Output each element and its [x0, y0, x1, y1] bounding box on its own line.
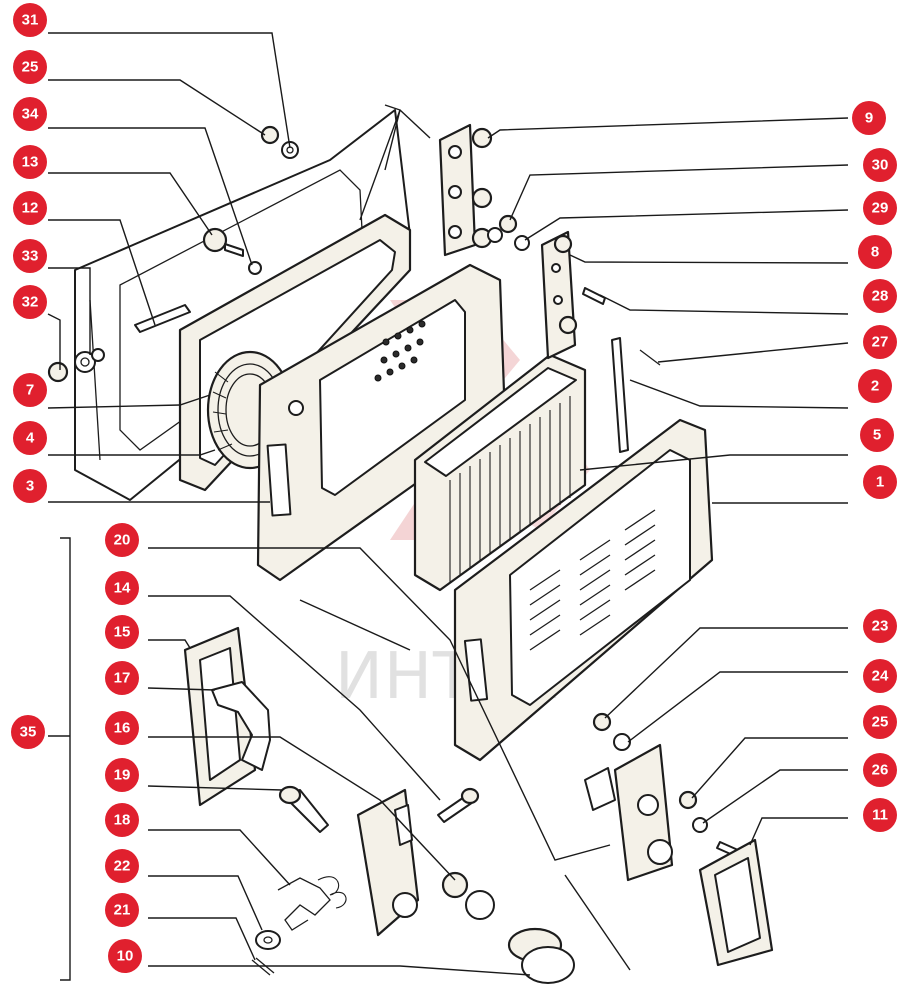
- callout-35-label: 35: [20, 724, 37, 741]
- callout-badges: 31 25 34 13 12 33 32 7 4 3 9 30 29 8 28 …: [11, 3, 897, 973]
- vent-holes: [374, 320, 426, 382]
- rod-part-2: [611, 337, 629, 453]
- callout-4[interactable]: 4: [13, 421, 47, 455]
- callout-28-label: 28: [872, 288, 889, 305]
- callout-21[interactable]: 21: [105, 893, 139, 927]
- callout-1[interactable]: 1: [863, 465, 897, 499]
- callout-29-label: 29: [872, 200, 889, 217]
- callout-25-bottom-label: 25: [872, 714, 889, 731]
- callout-31[interactable]: 31: [13, 3, 47, 37]
- screw-part-20: [437, 787, 480, 823]
- callout-4-label: 4: [26, 430, 35, 447]
- callout-20-label: 20: [114, 532, 131, 549]
- callout-25-top[interactable]: 25: [13, 50, 47, 84]
- callout-13-label: 13: [22, 154, 39, 171]
- callout-5-label: 5: [873, 427, 881, 444]
- filter-element-part-5: [413, 353, 587, 592]
- latch-body-part-14: [356, 788, 420, 937]
- filter-pleats: [449, 396, 571, 582]
- knob-part-10: [507, 927, 575, 984]
- callout-32-label: 32: [22, 294, 39, 311]
- latch-spring-part-18: [277, 876, 347, 931]
- callout-22[interactable]: 22: [105, 849, 139, 883]
- callout-14[interactable]: 14: [105, 571, 139, 605]
- callout-16[interactable]: 16: [105, 711, 139, 745]
- callout-7-label: 7: [26, 382, 34, 399]
- callout-8[interactable]: 8: [858, 235, 892, 269]
- callout-7[interactable]: 7: [13, 373, 47, 407]
- callout-30[interactable]: 30: [863, 148, 897, 182]
- callout-29[interactable]: 29: [863, 191, 897, 225]
- callout-27[interactable]: 27: [863, 325, 897, 359]
- callout-33-label: 33: [22, 248, 39, 265]
- callout-18-label: 18: [114, 812, 131, 829]
- washer-part-22: [255, 930, 281, 950]
- cover-part-1: [453, 418, 714, 762]
- callout-21-label: 21: [114, 902, 131, 919]
- callout-28[interactable]: 28: [863, 279, 897, 313]
- callout-25-bottom[interactable]: 25: [863, 705, 897, 739]
- callout-1-label: 1: [876, 474, 884, 491]
- callout-12[interactable]: 12: [13, 191, 47, 225]
- callout-23[interactable]: 23: [863, 609, 897, 643]
- callout-10[interactable]: 10: [108, 939, 142, 973]
- callout-17[interactable]: 17: [105, 661, 139, 695]
- callout-2-label: 2: [871, 378, 879, 395]
- latch-pin-part-19: [278, 785, 329, 833]
- callout-33[interactable]: 33: [13, 239, 47, 273]
- latch-gasket-part-15: [183, 626, 257, 807]
- callout-17-label: 17: [114, 670, 131, 687]
- callout-25-top-label: 25: [22, 59, 39, 76]
- callout-10-label: 10: [117, 948, 134, 965]
- callout-30-label: 30: [872, 157, 889, 174]
- cover-louvers: [529, 509, 656, 651]
- callout-15-label: 15: [114, 624, 131, 641]
- callout-22-label: 22: [114, 858, 131, 875]
- callout-16-label: 16: [114, 720, 131, 737]
- callout-11-label: 11: [872, 807, 888, 824]
- latch-knob-part-16: [441, 871, 495, 920]
- callout-19[interactable]: 19: [105, 758, 139, 792]
- callout-3-label: 3: [26, 478, 34, 495]
- callout-34-label: 34: [22, 106, 39, 123]
- latch-lever-part-17: [211, 681, 271, 771]
- callout-2[interactable]: 2: [858, 369, 892, 403]
- callout-32[interactable]: 32: [13, 285, 47, 319]
- handle-part-11: [698, 838, 774, 967]
- callout-15[interactable]: 15: [105, 615, 139, 649]
- hinge-part-8: [540, 230, 578, 360]
- callout-12-label: 12: [22, 200, 39, 217]
- callout-3[interactable]: 3: [13, 469, 47, 503]
- callout-35[interactable]: 35: [11, 715, 45, 749]
- callout-27-label: 27: [872, 334, 889, 351]
- callout-23-label: 23: [872, 618, 889, 635]
- right-latch-body: [584, 743, 674, 882]
- callout-19-label: 19: [114, 767, 131, 784]
- callout-14-label: 14: [114, 580, 131, 597]
- callout-24-label: 24: [872, 668, 889, 685]
- callout-9-label: 9: [865, 110, 873, 127]
- callout-9[interactable]: 9: [852, 101, 886, 135]
- hinge-part-9: [438, 123, 503, 257]
- callout-20[interactable]: 20: [105, 523, 139, 557]
- callout-31-label: 31: [22, 12, 39, 29]
- callout-5[interactable]: 5: [860, 418, 894, 452]
- callout-26[interactable]: 26: [863, 753, 897, 787]
- callout-24[interactable]: 24: [863, 659, 897, 693]
- callout-26-label: 26: [872, 762, 889, 779]
- callout-13[interactable]: 13: [13, 145, 47, 179]
- callout-18[interactable]: 18: [105, 803, 139, 837]
- callout-11[interactable]: 11: [863, 798, 897, 832]
- callout-8-label: 8: [871, 244, 879, 261]
- callout-34[interactable]: 34: [13, 97, 47, 131]
- leader-lines: [47, 32, 849, 981]
